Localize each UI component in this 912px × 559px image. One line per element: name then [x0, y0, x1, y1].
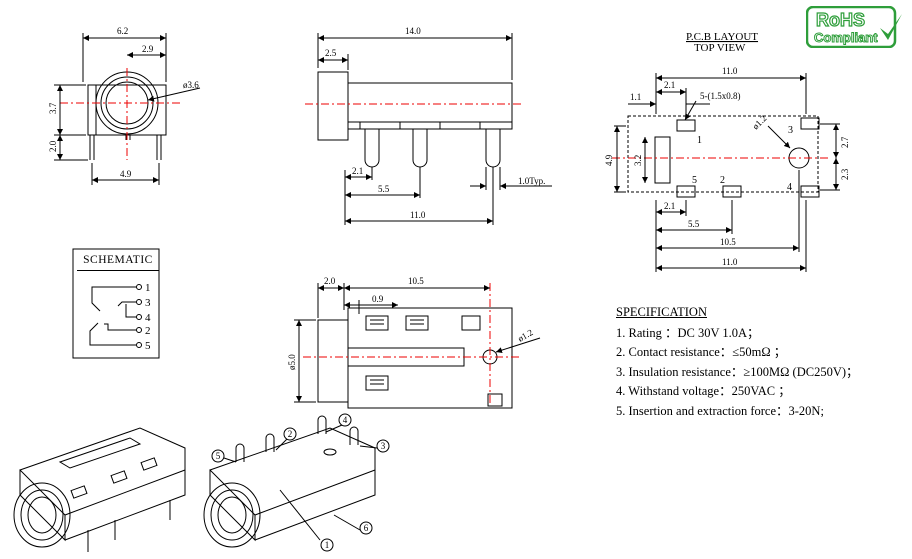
callout-6: 6: [364, 523, 369, 533]
side-view: [305, 33, 552, 225]
schematic-pin-5: 5: [145, 340, 151, 352]
schematic-pin-2: 2: [145, 325, 151, 337]
check-icon: [880, 14, 902, 40]
iso-view-right: [203, 413, 390, 552]
pcb-pads: 5-(1.5x0.8): [700, 91, 741, 101]
dim-gap: 0.9: [372, 294, 384, 304]
pcb-d21-top: 2.1: [664, 80, 675, 90]
pcb-title: P.C.B LAYOUT: [686, 31, 758, 43]
dim-width: 6.2: [117, 26, 128, 36]
callout-4: 4: [343, 415, 348, 425]
schematic: [72, 248, 160, 359]
dim-height: 3.7: [48, 102, 58, 114]
specification: SPECIFICATION 1. Rating ：DC 30V 1.0A； 2.…: [616, 303, 859, 421]
pcb-d55: 5.5: [688, 219, 700, 229]
pcb-pin-5: 5: [692, 175, 697, 186]
iso-view-left: [13, 427, 186, 552]
top-left-view: [54, 33, 201, 185]
pcb-subtitle: TOP VIEW: [694, 42, 746, 54]
pcb-pin-4: 4: [787, 182, 792, 193]
pcb-d21-bot: 2.1: [664, 201, 675, 211]
dim-pin-w: 4.9: [120, 169, 132, 179]
pcb-pin-1: 1: [697, 135, 702, 146]
schematic-pin-4: 4: [145, 312, 151, 324]
pcb-h32: 3.2: [633, 155, 643, 166]
callout-1: 1: [325, 540, 330, 550]
dim-offset: 2.9: [142, 44, 154, 54]
rohs-line1: RoHS: [816, 10, 865, 30]
pcb-r27: 2.7: [840, 136, 850, 148]
dim-length-b: 10.5: [408, 276, 424, 286]
rohs-logo: RoHS Compliant: [806, 6, 904, 48]
pcb-pin-3: 3: [788, 125, 793, 136]
bottom-view: [294, 283, 541, 409]
pcb-d105: 10.5: [720, 237, 736, 247]
schematic-title: SCHEMATIC: [77, 250, 159, 271]
dim-hole: ø1.2: [516, 327, 535, 344]
pcb-h49: 4.9: [604, 154, 614, 166]
callout-2: 2: [288, 429, 293, 439]
dim-base: 11.0: [410, 210, 426, 220]
spec-item: 2. Contact resistance：≤50mΩ ；: [616, 345, 787, 359]
callout-3: 3: [381, 441, 386, 451]
rohs-line2: Compliant: [814, 30, 878, 45]
dim-pin-h: 2.0: [48, 140, 58, 152]
dim-pin-b: 5.5: [378, 184, 390, 194]
spec-item: 3. Insulation resistance：≥100MΩ (DC250V)…: [616, 364, 859, 379]
spec-item: 4. Withstand voltage：250VAC ；: [616, 384, 791, 398]
dim-diameter: ø3.6: [183, 80, 199, 90]
pcb-pin-2: 2: [720, 175, 725, 186]
schematic-pin-1: 1: [145, 282, 151, 294]
dim-front: 2.5: [325, 48, 337, 58]
dim-diameter-b: ø5.0: [287, 354, 297, 370]
dim-pin-thk: 1.0Typ.: [518, 176, 545, 186]
dim-pin-a: 2.1: [352, 166, 363, 176]
callout-5: 5: [216, 451, 221, 461]
spec-item: 1. Rating ：DC 30V 1.0A；: [616, 325, 760, 340]
pcb-width-bot: 11.0: [722, 257, 738, 267]
spec-title: SPECIFICATION: [616, 305, 707, 319]
dim-length: 14.0: [405, 26, 421, 36]
schematic-pin-3: 3: [145, 297, 151, 309]
pcb-width-top: 11.0: [722, 66, 738, 76]
spec-item: 5. Insertion and extraction force：3-20N;: [616, 403, 824, 418]
pcb-d11: 1.1: [630, 92, 641, 102]
dim-front-b: 2.0: [324, 276, 336, 286]
pcb-r23: 2.3: [840, 168, 850, 180]
pcb-layout: [612, 73, 840, 272]
